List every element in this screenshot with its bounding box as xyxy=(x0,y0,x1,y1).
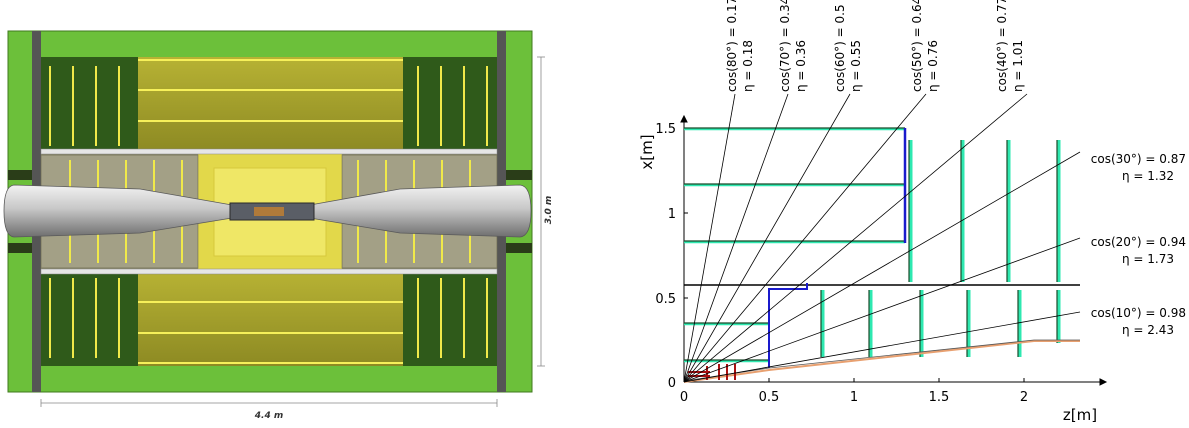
bottom-calorimeter xyxy=(138,272,403,366)
annotation-50-cos: cos(50°) = 0.64 xyxy=(910,0,924,92)
top-calorimeter xyxy=(138,57,403,151)
barrel-layers xyxy=(684,127,905,363)
x-tick-0: 0 xyxy=(680,390,688,405)
annotation-70-eta: η = 0.36 xyxy=(794,40,808,92)
height-dimension-label: 3.0 m xyxy=(544,196,554,224)
endcap-discs xyxy=(820,140,1061,357)
right-annotations: cos(30°) = 0.87 η = 1.32 cos(20°) = 0.94… xyxy=(1091,152,1186,337)
y-tick-labels: 0 0.5 1 1.5 xyxy=(655,122,676,391)
annotation-60-cos: cos(60°) = 0.5 xyxy=(833,4,847,92)
x-tick-4: 2 xyxy=(1020,390,1028,405)
y-tick-0: 0 xyxy=(668,376,676,391)
annotation-50-eta: η = 0.76 xyxy=(926,40,940,92)
y-tick-3: 1.5 xyxy=(655,122,676,137)
annotation-80-eta: η = 0.18 xyxy=(741,40,755,92)
width-dimension-label: 4.4 m xyxy=(254,411,283,421)
annotation-10-eta: η = 2.43 xyxy=(1122,323,1174,337)
vertical-annotations: cos(80°) = 0.17 η = 0.18 cos(70°) = 0.34… xyxy=(725,0,1025,92)
x-tick-labels: 0 0.5 1 1.5 2 xyxy=(680,390,1028,405)
annotation-30-cos: cos(30°) = 0.87 xyxy=(1091,152,1186,166)
y-tick-2: 1 xyxy=(668,207,676,222)
annotation-80-cos: cos(80°) = 0.17 xyxy=(725,0,739,92)
x-axis-label: z[m] xyxy=(1063,406,1097,424)
annotation-20-eta: η = 1.73 xyxy=(1122,252,1174,266)
theta-lines xyxy=(683,93,1081,383)
detector-render: 4.4 m 3.0 m xyxy=(3,30,554,421)
annotation-40-cos: cos(40°) = 0.77 xyxy=(995,0,1009,92)
annotation-30-eta: η = 1.32 xyxy=(1122,169,1174,183)
y-axis-label: x[m] xyxy=(638,134,656,169)
x-tick-2: 1 xyxy=(850,390,858,405)
annotation-10-cos: cos(10°) = 0.98 xyxy=(1091,306,1186,320)
y-tick-1: 0.5 xyxy=(655,292,676,307)
annotation-20-cos: cos(20°) = 0.94 xyxy=(1091,235,1186,249)
annotation-40-eta: η = 1.01 xyxy=(1011,40,1025,92)
x-tick-1: 0.5 xyxy=(759,390,780,405)
x-tick-3: 1.5 xyxy=(929,390,950,405)
quadrant-plot: 0 0.5 1 1.5 2 0 0.5 1 1.5 z[m] x[m] xyxy=(638,0,1186,424)
annotation-70-cos: cos(70°) = 0.34 xyxy=(778,0,792,92)
annotation-60-eta: η = 0.55 xyxy=(849,40,863,92)
